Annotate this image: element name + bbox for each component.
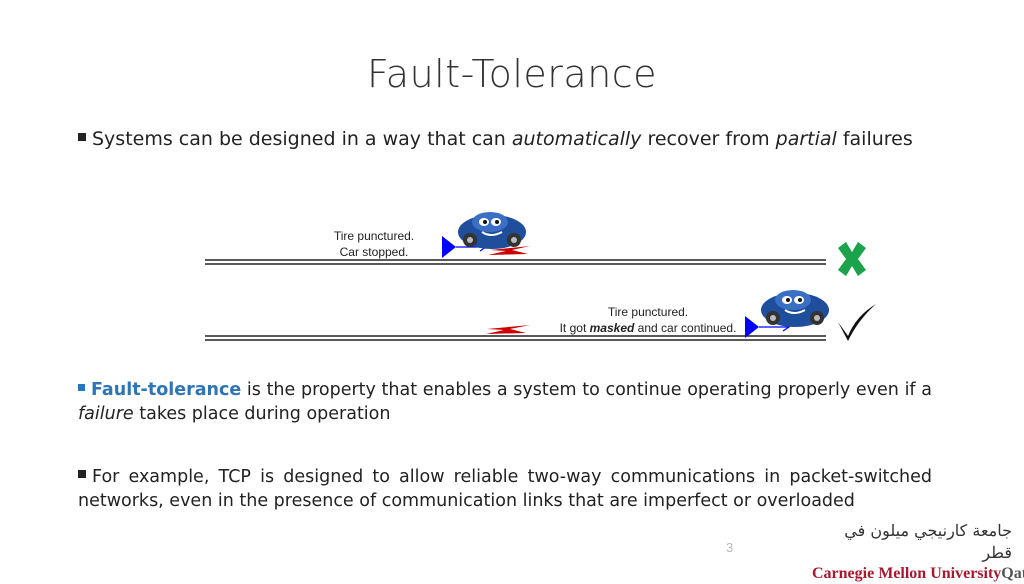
caption-line: Car stopped. [339, 245, 409, 259]
caption-line: Tire punctured. [607, 305, 689, 319]
bullet-text: Systems can be designed in a way that ca… [92, 128, 913, 150]
page-number: 3 [726, 540, 734, 555]
road-2 [205, 335, 826, 341]
logo-english-text: Carnegie Mellon UniversityQatar [812, 565, 1024, 582]
square-bullet-icon [78, 470, 86, 478]
square-bullet-icon [78, 133, 86, 141]
bullet-tcp-example: For example, TCP is designed to allow re… [78, 465, 932, 513]
logo-arabic-text: جامعة كارنيجي ميلون في قطر [844, 521, 1012, 562]
car-icon [761, 290, 829, 327]
bullet-text: For example, TCP is designed to allow re… [78, 467, 932, 511]
x-mark-icon [838, 242, 866, 276]
bullet-automatic-recovery: Systems can be designed in a way that ca… [78, 126, 932, 153]
university-logo: جامعة كارنيجي ميلون في قطر Carnegie Mell… [812, 520, 1024, 582]
scenario-2-caption: Tire punctured. It got masked and car co… [548, 304, 748, 336]
car-icon [458, 212, 526, 249]
slide-title: Fault-Tolerance [366, 52, 658, 96]
checkmark-icon [838, 304, 876, 341]
puncture-mark-1 [488, 246, 530, 255]
road-1 [205, 259, 826, 265]
square-bullet-icon [78, 384, 85, 391]
bullet-text: Fault-tolerance is the property that ena… [78, 380, 932, 424]
caption-line: It got masked and car continued. [559, 321, 737, 335]
puncture-mark-2 [486, 325, 530, 334]
caption-line: Tire punctured. [333, 229, 415, 243]
scenario-1-caption: Tire punctured. Car stopped. [318, 228, 430, 260]
bullet-fault-tolerance-definition: Fault-tolerance is the property that ena… [78, 378, 932, 426]
